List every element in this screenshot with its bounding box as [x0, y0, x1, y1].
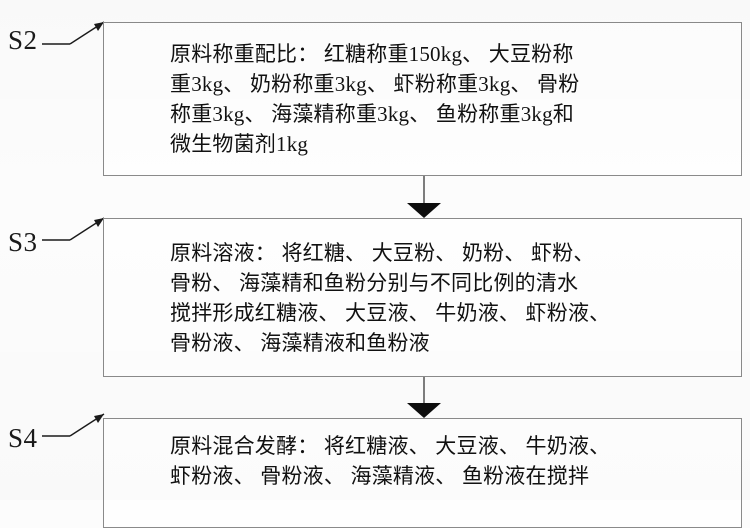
- process-line: 虾粉液、 骨粉液、 海藻精液、 鱼粉液在搅拌: [170, 464, 590, 488]
- leader-line-s4: [42, 413, 105, 437]
- process-line: 原料溶液： 将红糖、 大豆粉、 奶粉、 虾粉、: [170, 240, 595, 265]
- process-line: 称重3kg、 海藻精称重3kg、 鱼粉称重3kg和: [170, 102, 574, 126]
- process-box-s2: 原料称重配比： 红糖称重150kg、 大豆粉称 重3kg、 奶粉称重3kg、 虾…: [103, 22, 742, 176]
- process-box-s3: 原料溶液： 将红糖、 大豆粉、 奶粉、 虾粉、 骨粉、 海藻精和鱼粉分别与不同比…: [103, 218, 742, 377]
- process-line: 搅拌形成红糖液、 大豆液、 牛奶液、 虾粉液、: [170, 300, 611, 325]
- process-line: 重3kg、 奶粉称重3kg、 虾粉称重3kg、 骨粉: [170, 72, 580, 96]
- step-label-s2: S2: [8, 25, 38, 55]
- process-line: 骨粉、 海藻精和鱼粉分别与不同比例的清水: [170, 270, 579, 295]
- process-box-s4-text: 原料混合发酵： 将红糖液、 大豆液、 牛奶液、 虾粉液、 骨粉液、 海藻精液、 …: [104, 419, 741, 527]
- arrow-head-icon: [407, 403, 441, 418]
- connector-stem: [423, 377, 425, 404]
- process-line: 原料称重配比： 红糖称重150kg、 大豆粉称: [170, 42, 574, 66]
- process-line: 骨粉液、 海藻精液和鱼粉液: [170, 330, 430, 355]
- process-line: 原料混合发酵： 将红糖液、 大豆液、 牛奶液、: [170, 434, 611, 458]
- step-label-s4: S4: [8, 423, 38, 453]
- process-line: 微生物菌剂1kg: [170, 132, 309, 156]
- step-label-s3: S3: [8, 227, 38, 257]
- leader-line-s2: [42, 21, 105, 45]
- connector-s2-to-s3: [407, 176, 441, 218]
- process-box-s4: 原料混合发酵： 将红糖液、 大豆液、 牛奶液、 虾粉液、 骨粉液、 海藻精液、 …: [103, 418, 742, 528]
- process-box-s3-text: 原料溶液： 将红糖、 大豆粉、 奶粉、 虾粉、 骨粉、 海藻精和鱼粉分别与不同比…: [104, 219, 741, 376]
- connector-s3-to-s4: [407, 377, 441, 418]
- arrow-head-icon: [407, 203, 441, 218]
- connector-stem: [423, 176, 425, 204]
- leader-line-s3: [42, 217, 105, 241]
- process-box-s2-text: 原料称重配比： 红糖称重150kg、 大豆粉称 重3kg、 奶粉称重3kg、 虾…: [104, 23, 741, 175]
